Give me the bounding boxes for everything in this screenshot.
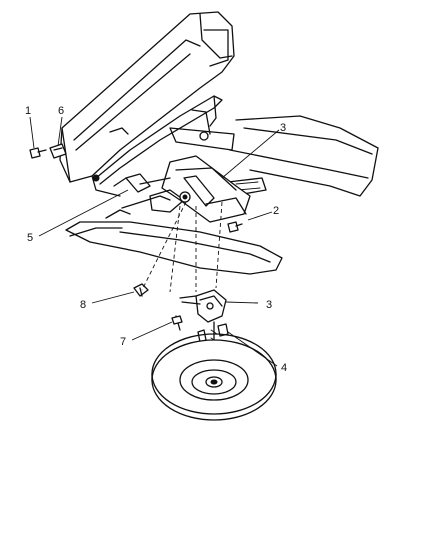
spare-tire: [151, 333, 277, 421]
frame-rails: [169, 109, 379, 197]
alignment-lines: [141, 201, 223, 293]
spare-tire-winch-carrier: [92, 155, 251, 223]
truck-rear-body: [59, 11, 235, 197]
callout-8: 8: [80, 299, 86, 311]
tire-hanger-bracket: [179, 289, 227, 323]
callout-7: 7: [120, 336, 126, 348]
lower-bumper: [65, 195, 283, 275]
callout-5: 5: [27, 232, 33, 244]
callout-labels: 1 6 3 2 5 8 3 7 4: [25, 105, 287, 374]
retainer-part-7: [171, 315, 183, 331]
callout-6: 6: [58, 105, 64, 117]
clip-part-6: [49, 143, 67, 159]
fastener-part-8: [133, 283, 149, 297]
callout-3-upper: 3: [280, 122, 286, 134]
callout-3-lower: 3: [266, 299, 272, 311]
bolt-part-1: [29, 147, 47, 159]
callout-leaders: [29, 116, 280, 367]
callout-2: 2: [273, 205, 279, 217]
bolt-part-2: [227, 221, 243, 233]
callout-1: 1: [25, 105, 31, 117]
callout-4: 4: [281, 362, 287, 374]
